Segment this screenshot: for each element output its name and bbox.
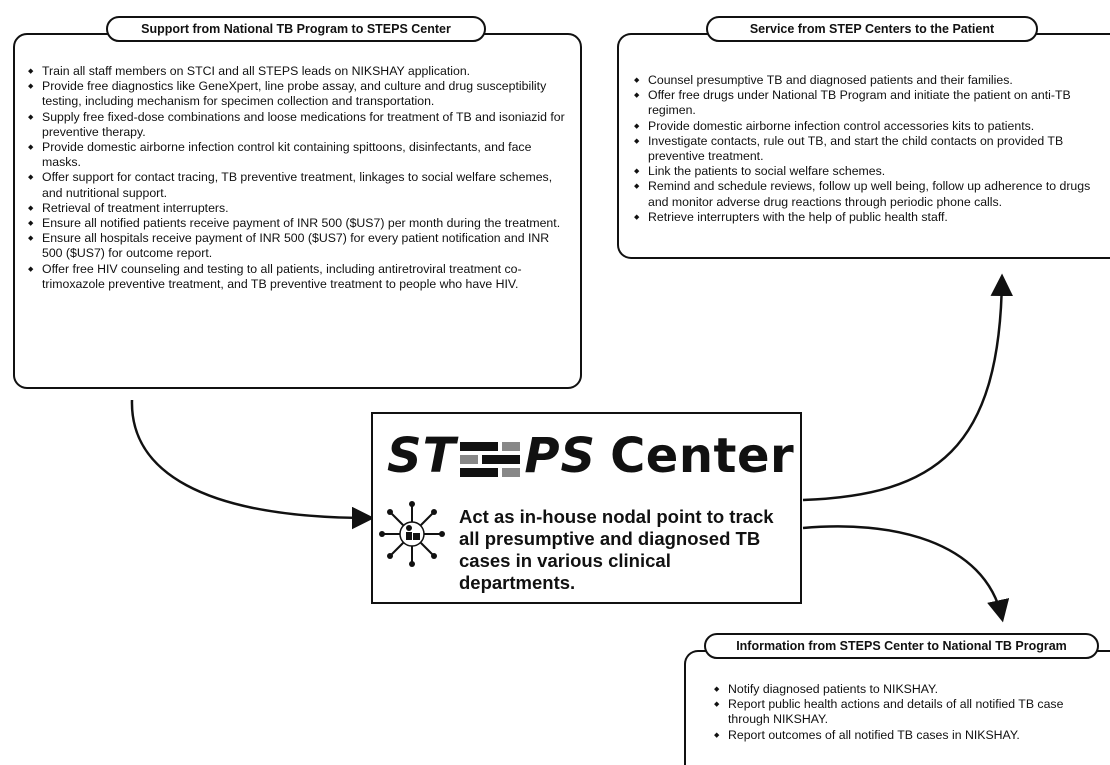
support-item: Supply free fixed-dose combinations and … (28, 110, 573, 140)
info-item: Report outcomes of all notified TB cases… (714, 728, 1094, 743)
service-item: Offer free drugs under National TB Progr… (634, 88, 1109, 118)
support-item: Offer free HIV counseling and testing to… (28, 262, 573, 292)
info-panel: Notify diagnosed patients to NIKSHAY. Re… (684, 650, 1110, 765)
logo-text-ps: PS (524, 428, 597, 484)
steps-center-logo: ST PS Center (387, 428, 794, 484)
info-item: Notify diagnosed patients to NIKSHAY. (714, 682, 1094, 697)
support-item: Provide free diagnostics like GeneXpert,… (28, 79, 573, 109)
support-panel-title: Support from National TB Program to STEP… (106, 16, 486, 42)
support-item: Ensure all hospitals receive payment of … (28, 231, 573, 261)
arrow-support-to-center (130, 399, 375, 530)
support-item: Train all staff members on STCI and all … (28, 64, 573, 79)
arrow-center-to-service (802, 273, 1014, 502)
people-network-icon (379, 501, 445, 567)
bricks-icon (460, 442, 521, 477)
logo-text-center: Center (610, 428, 795, 484)
service-item: Remind and schedule reviews, follow up w… (634, 179, 1109, 209)
support-item: Offer support for contact tracing, TB pr… (28, 170, 573, 200)
service-item: Counsel presumptive TB and diagnosed pat… (634, 73, 1109, 88)
support-item: Ensure all notified patients receive pay… (28, 216, 573, 231)
service-list: Counsel presumptive TB and diagnosed pat… (634, 73, 1109, 225)
support-list: Train all staff members on STCI and all … (28, 64, 573, 292)
info-panel-title: Information from STEPS Center to Nationa… (704, 633, 1099, 659)
steps-center-box: ST PS Center (371, 412, 802, 604)
support-item: Retrieval of treatment interrupters. (28, 201, 573, 216)
arrow-center-to-info (802, 525, 1010, 623)
service-item: Retrieve interrupters with the help of p… (634, 210, 1109, 225)
center-description: Act as in-house nodal point to track all… (459, 506, 774, 593)
info-item: Report public health actions and details… (714, 697, 1094, 727)
logo-text-st: ST (387, 428, 457, 484)
service-panel: Counsel presumptive TB and diagnosed pat… (617, 33, 1110, 259)
service-item: Investigate contacts, rule out TB, and s… (634, 134, 1109, 164)
support-item: Provide domestic airborne infection cont… (28, 140, 573, 170)
service-panel-title: Service from STEP Centers to the Patient (706, 16, 1038, 42)
service-item: Link the patients to social welfare sche… (634, 164, 1109, 179)
service-item: Provide domestic airborne infection cont… (634, 119, 1109, 134)
info-list: Notify diagnosed patients to NIKSHAY. Re… (714, 682, 1094, 743)
support-panel: Train all staff members on STCI and all … (13, 33, 582, 389)
